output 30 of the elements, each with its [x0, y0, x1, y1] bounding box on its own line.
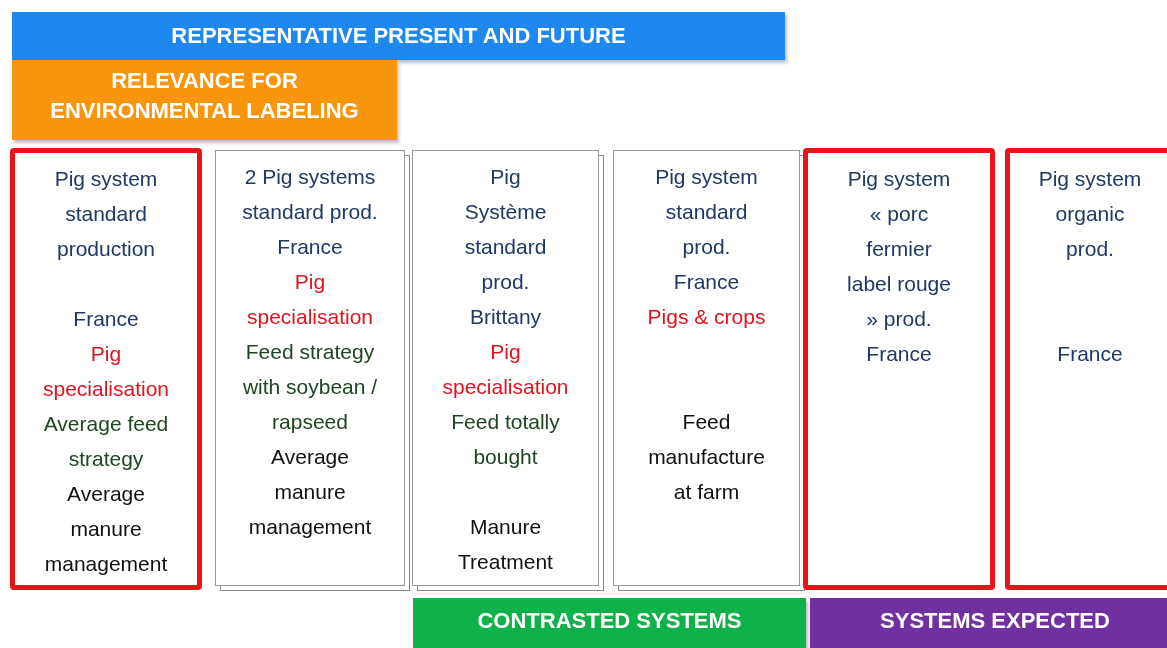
card-text: Feed totally bought — [450, 409, 561, 470]
system-card — [1005, 148, 1167, 590]
card-text: Pig system organic prod. — [1037, 166, 1143, 262]
card-text: Feed strategy with soybean / rapseed — [241, 339, 379, 435]
card-text: 2 Pig systems standard prod. France — [241, 164, 379, 260]
card-text: Pig specialisation — [441, 339, 570, 400]
banner-title: RELEVANCE FOR ENVIRONMENTAL LABELING — [49, 67, 360, 125]
card-text: Pig Système standard prod. Brittany — [463, 164, 548, 330]
card-text: Pigs & crops — [647, 304, 766, 330]
card-text: Pig system standard prod. France — [654, 164, 759, 295]
card-text: France — [73, 306, 139, 332]
system-card — [803, 148, 995, 590]
card-text: Average manure management — [247, 444, 373, 540]
card-text: Manure Treatment — [457, 514, 554, 575]
banner-title: REPRESENTATIVE PRESENT AND FUTURE — [171, 22, 626, 50]
card-text: Pig specialisation — [41, 341, 171, 402]
banner-heading — [810, 598, 1167, 648]
banner-title: CONTRASTED SYSTEMS — [477, 607, 742, 635]
banner-heading — [12, 12, 785, 60]
card-text: France — [1057, 341, 1123, 367]
card-text: Pig specialisation — [245, 269, 375, 330]
system-card — [10, 148, 202, 590]
banner-title: SYSTEMS EXPECTED — [880, 607, 1110, 635]
card-text: Pig system standard production — [53, 166, 159, 262]
banner-heading — [413, 598, 806, 648]
card-text: Average manure management — [43, 481, 169, 577]
banner-heading — [12, 60, 397, 140]
card-text: Pig system « porc fermier label rouge » prod. France — [846, 166, 952, 367]
card-text: Average feed strategy — [42, 411, 170, 472]
card-text: Feed manufacture at farm — [647, 409, 766, 505]
